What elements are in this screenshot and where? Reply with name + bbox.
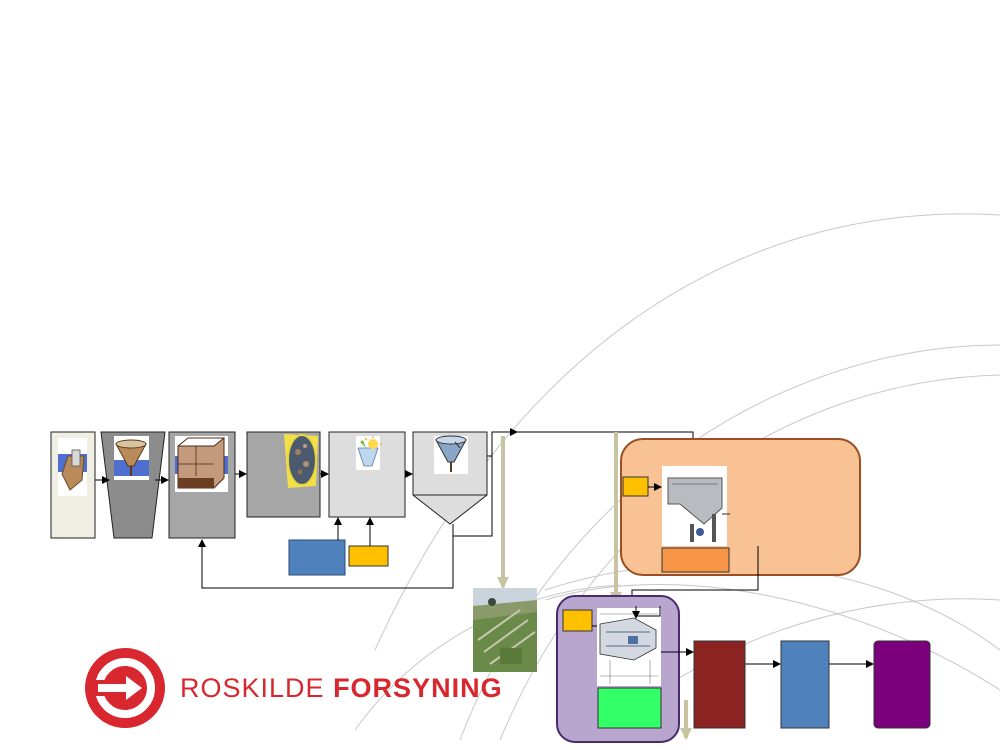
centrifuge-drawing-icon: [597, 608, 661, 686]
dosing-chemical-yellow: [349, 546, 388, 566]
logo-name-part2: FORSYNING: [333, 673, 503, 703]
dewatering-group: [557, 596, 679, 742]
purple-group-output-box: [598, 688, 661, 728]
blue-box: [781, 641, 829, 728]
dark-red-box: [694, 641, 745, 728]
screening-icon: [58, 438, 87, 496]
thickener-machine-photo: [662, 466, 730, 546]
bio-treatment-photo: [284, 434, 318, 488]
purple-box: [874, 641, 930, 728]
dosing-tank-blue: [289, 540, 345, 575]
secondary-clarifier-unit: [413, 432, 487, 524]
clarifier-icon: [434, 436, 468, 474]
roskilde-forsyning-logo-text: ROSKILDE FORSYNING: [180, 673, 503, 704]
orange-group-box: [621, 439, 860, 575]
reed-bed-aerial-photo: [473, 588, 537, 672]
logo-name-part1: ROSKILDE: [180, 673, 325, 703]
sludge-thickening-group: [621, 439, 860, 606]
primary-tank-icon: [175, 436, 228, 492]
roskilde-forsyning-logo-icon: [85, 648, 165, 728]
aeration-unit: [329, 432, 405, 517]
primary-tank-unit: [169, 432, 235, 538]
grit-chamber-unit: [101, 432, 165, 538]
biological-treatment-unit: [247, 432, 320, 517]
aeration-icon: [356, 436, 382, 470]
funnel-tank-icon: [114, 436, 149, 480]
purple-group-chemical: [563, 610, 592, 631]
orange-group-chemical: [623, 477, 648, 496]
screening-unit: [51, 432, 95, 538]
orange-group-output-box: [662, 548, 729, 572]
